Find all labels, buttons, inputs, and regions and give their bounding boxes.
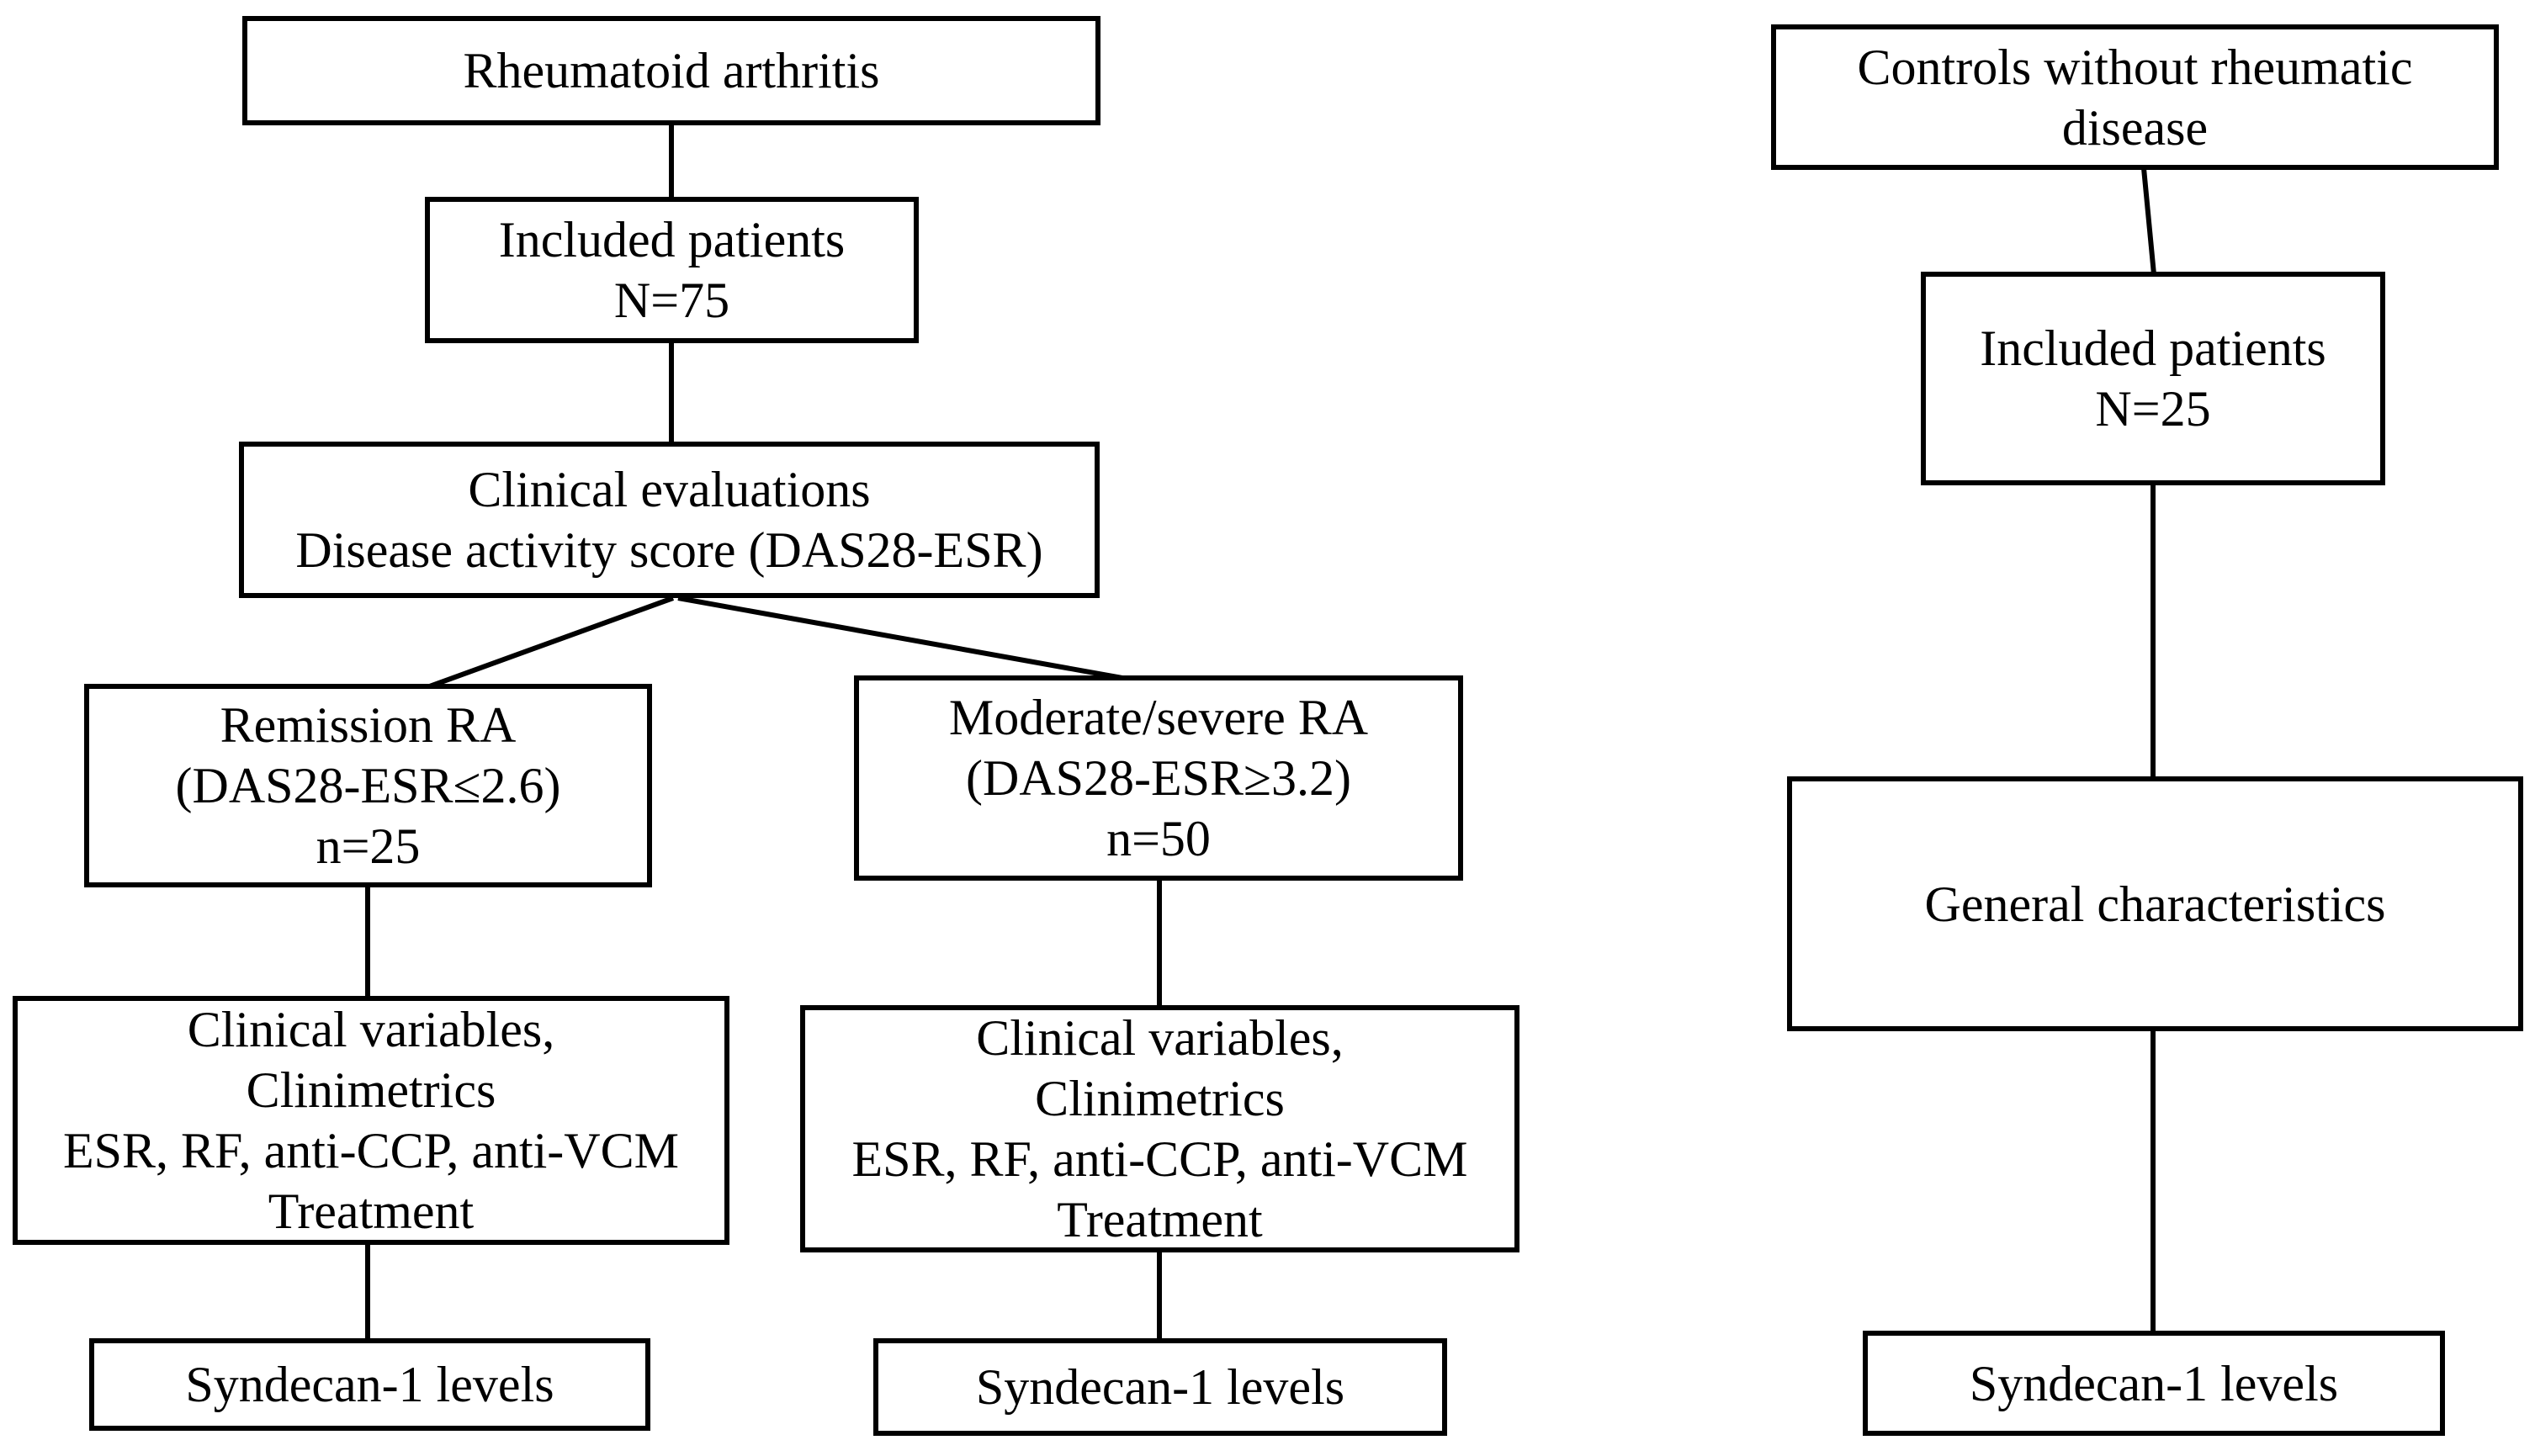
node-label-line: Rheumatoid arthritis [463,43,880,98]
connector-ra-to-included [669,125,674,197]
node-clinical-evaluations: Clinical evaluations Disease activity sc… [239,442,1100,598]
branch-line-to-moderate [677,596,1132,682]
connector-remission-to-variables [365,887,370,996]
node-clinical-variables-moderate: Clinical variables, Clinimetrics ESR, RF… [800,1005,1519,1252]
node-controls-without-rheumatic-disease: Controls without rheumatic disease [1771,24,2499,170]
node-label-line: Included patients [498,212,846,267]
node-moderate-severe-ra: Moderate/severe RA (DAS28-ESR≥3.2) n=50 [854,675,1463,881]
node-syndecan-levels-remission: Syndecan-1 levels [89,1338,650,1431]
node-label-line: disease [2061,99,2209,156]
node-label-line: Treatment [1057,1192,1263,1247]
node-label-line: (DAS28-ESR≥3.2) [966,750,1351,806]
node-syndecan-levels-moderate: Syndecan-1 levels [873,1338,1447,1436]
node-clinical-variables-remission: Clinical variables, Clinimetrics ESR, RF… [13,996,729,1245]
node-label-line: General characteristics [1924,876,2386,932]
node-label-line: Moderate/severe RA [948,690,1369,745]
node-label-line: ESR, RF, anti-CCP, anti-VCM [63,1123,679,1178]
node-rheumatoid-arthritis: Rheumatoid arthritis [242,16,1100,125]
node-label-line: Clinical evaluations [468,462,871,517]
node-included-patients-n75: Included patients N=75 [425,197,919,343]
node-label-line: Clinimetrics [246,1062,496,1118]
node-label-line: Clinical variables, [187,1002,555,1057]
node-label-line: n=50 [1106,811,1211,866]
node-label-line: Included patients [1980,320,2326,376]
connector-general-to-syndecan [2151,1031,2156,1331]
node-label-line: Syndecan-1 levels [1969,1355,2339,1411]
node-syndecan-levels-controls: Syndecan-1 levels [1863,1331,2445,1436]
node-general-characteristics: General characteristics [1787,776,2523,1031]
branch-line-to-remission [423,596,675,691]
node-label-line: Syndecan-1 levels [975,1359,1345,1415]
node-label-line: Clinimetrics [1035,1071,1285,1126]
node-label-line: Clinical variables, [976,1010,1344,1066]
node-label-line: Treatment [268,1183,475,1239]
connector-included-to-evaluations [669,343,674,442]
node-label-line: Syndecan-1 levels [185,1357,554,1412]
connector-included-to-general [2151,485,2156,776]
node-label-line: N=25 [2095,381,2211,437]
node-label-line: (DAS28-ESR≤2.6) [175,758,561,813]
node-label-line: Disease activity score (DAS28-ESR) [295,522,1043,578]
node-remission-ra: Remission RA (DAS28-ESR≤2.6) n=25 [84,684,652,887]
connector-moderate-to-variables [1157,881,1162,1005]
node-label-line: ESR, RF, anti-CCP, anti-VCM [851,1131,1468,1187]
connector-variables-to-syndecan-left [365,1245,370,1338]
node-included-patients-n25: Included patients N=25 [1921,272,2385,485]
node-label-line: Remission RA [220,697,517,753]
node-label-line: N=75 [613,273,730,328]
node-label-line: Controls without rheumatic [1857,39,2413,95]
connector-variables-to-syndecan-mid [1157,1252,1162,1338]
connector-controls-to-included [2141,167,2156,275]
node-label-line: n=25 [316,818,421,874]
